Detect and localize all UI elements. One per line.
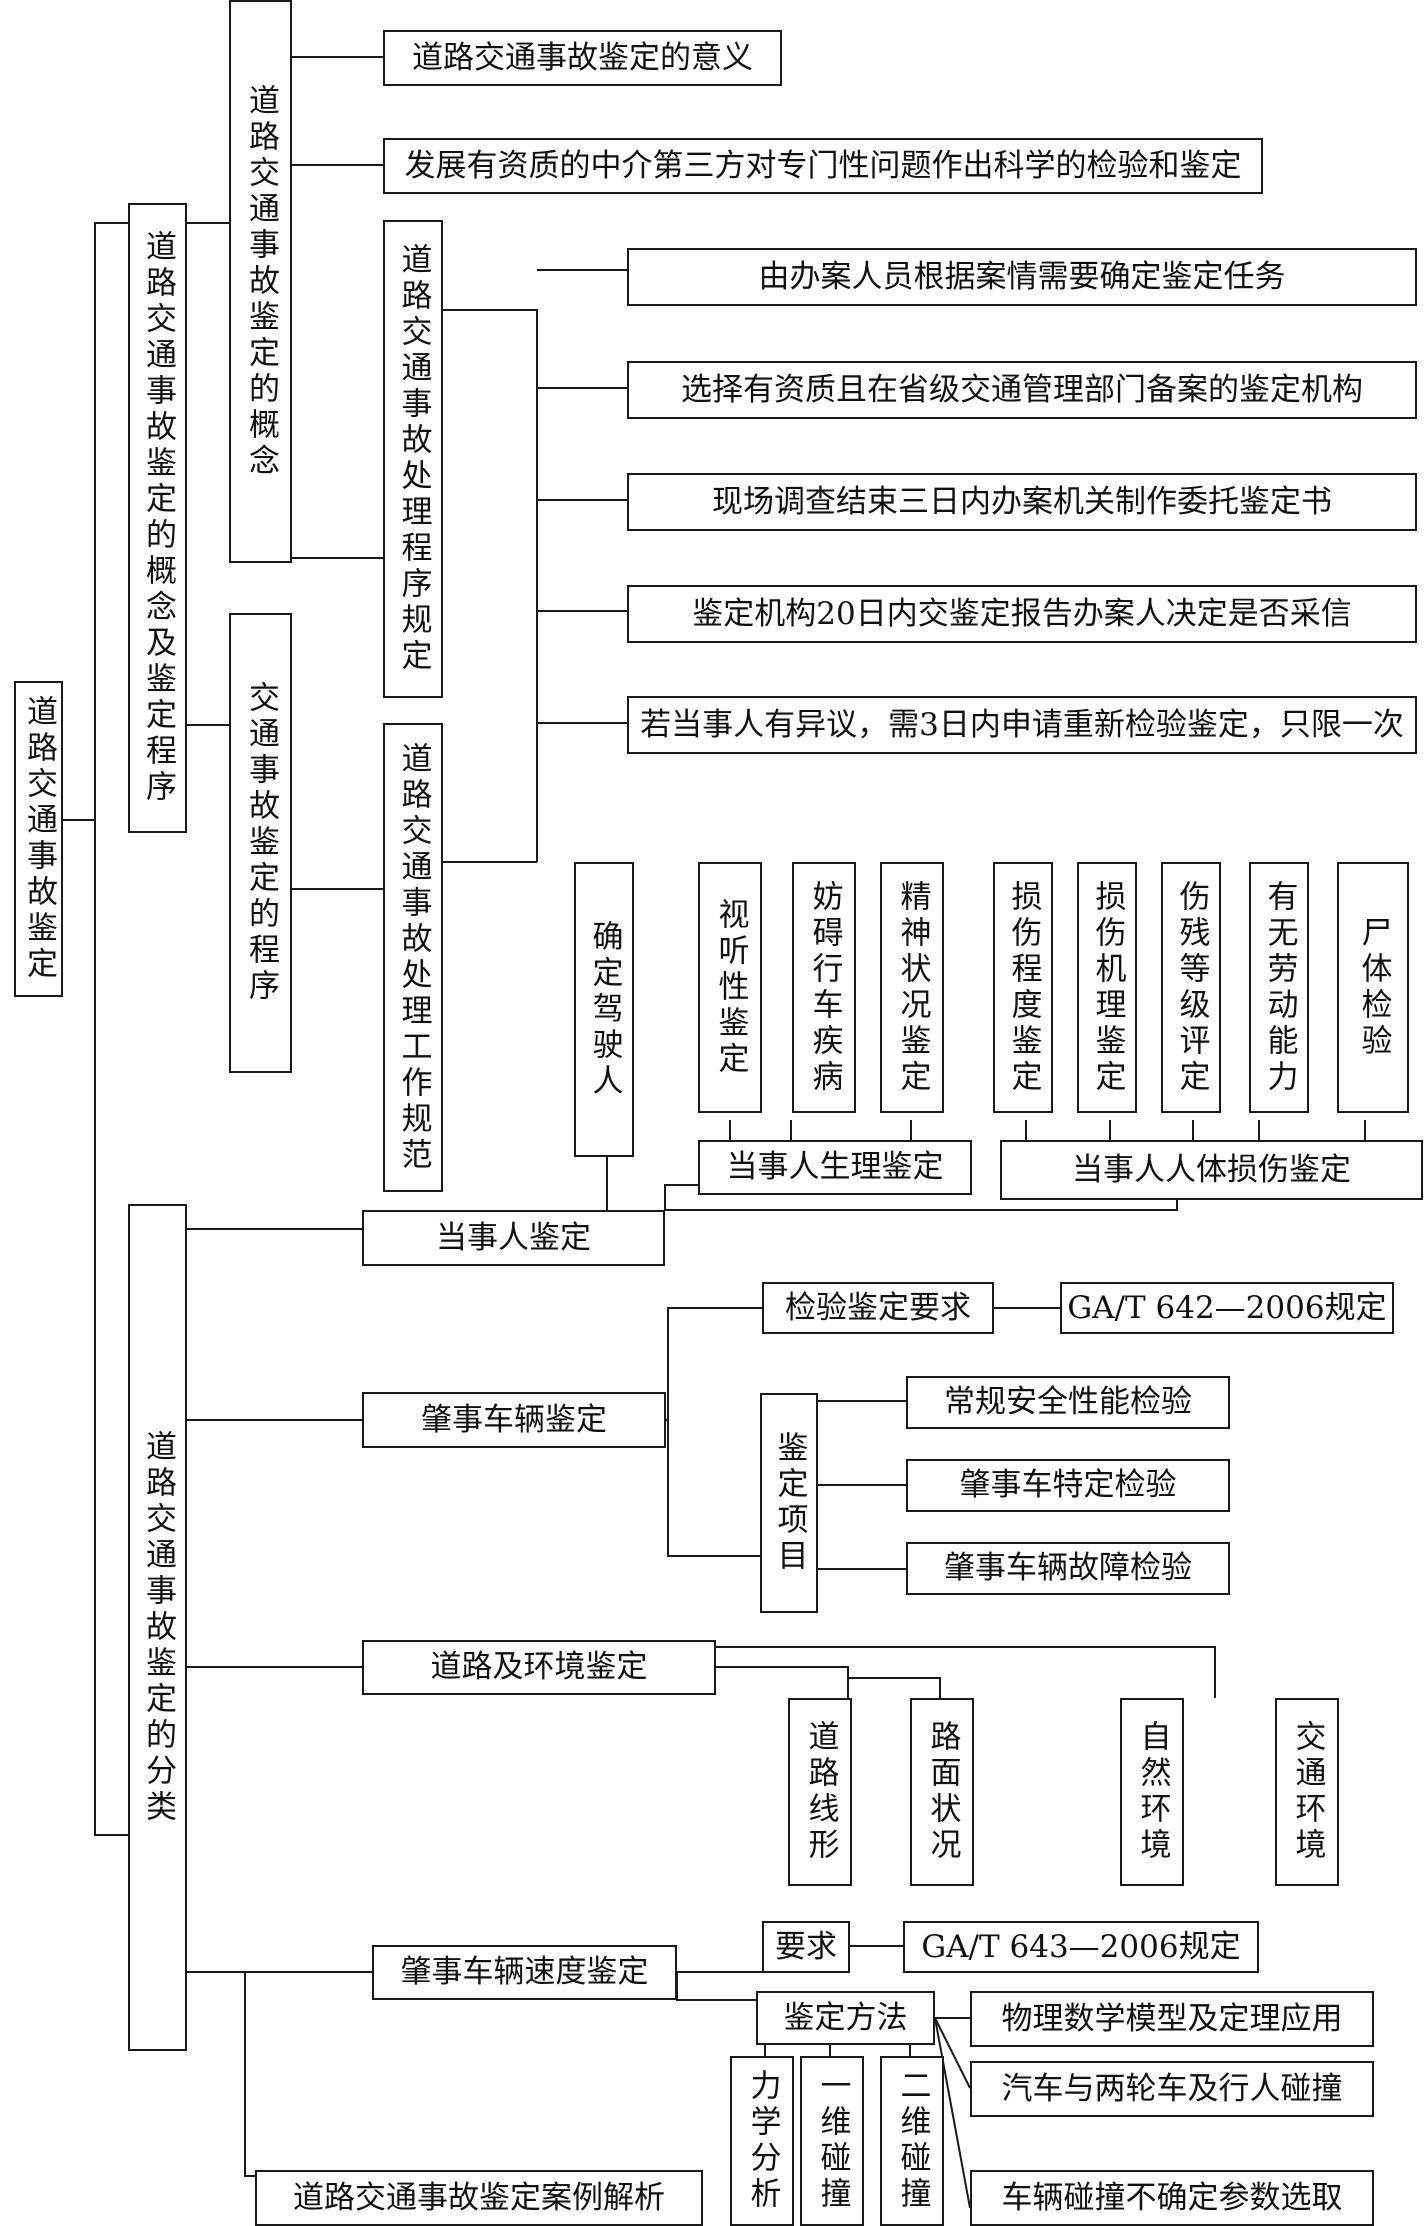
vehicle-node: 肇事车辆鉴定 (362, 1392, 666, 1448)
vehicle-items-node: 鉴定项目 (760, 1393, 818, 1613)
procedure-step: 若当事人有异议，需3日内申请重新检验鉴定，只限一次 (627, 696, 1417, 754)
connector (443, 309, 538, 862)
connector (244, 1972, 255, 2177)
physiological-node: 当事人生理鉴定 (698, 1140, 972, 1195)
branch-concept-program: 道路交通事故鉴定的概念及鉴定程序 (128, 203, 187, 833)
connector (1025, 1120, 1366, 1140)
vehicle-requirement-node: 检验鉴定要求 (762, 1282, 994, 1334)
connector (666, 1307, 762, 1421)
injury-item: 损伤程度鉴定 (993, 862, 1053, 1113)
speed-standard-node: GA/T 643—2006规定 (903, 1921, 1259, 1973)
procedure-step: 选择有资质且在省级交通管理部门备案的鉴定机构 (627, 361, 1417, 419)
speed-method-vertical: 力学分析 (730, 2056, 794, 2226)
speed-method-vertical: 二维碰撞 (880, 2056, 944, 2226)
connector (94, 820, 128, 1836)
concept-item: 道路交通事故鉴定的意义 (383, 30, 782, 86)
injury-item: 有无劳动能力 (1249, 862, 1309, 1113)
case-analysis-node: 道路交通事故鉴定案例解析 (255, 2170, 703, 2226)
branch-classification: 道路交通事故鉴定的分类 (128, 1204, 187, 2051)
procedure-step: 鉴定机构20日内交鉴定报告办案人决定是否采信 (627, 585, 1417, 643)
speed-requirement-node: 要求 (762, 1921, 850, 1973)
physiological-item: 视听性鉴定 (698, 862, 762, 1113)
injury-item: 损伤机理鉴定 (1077, 862, 1137, 1113)
physiological-item: 妨碍行车疾病 (792, 862, 856, 1113)
injury-item: 尸体检验 (1337, 862, 1409, 1113)
connector (716, 1646, 1216, 1698)
speed-method: 物理数学模型及定理应用 (970, 1991, 1374, 2047)
road-item: 道路线形 (788, 1698, 852, 1886)
work-standards-node: 道路交通事故处理工作规范 (383, 723, 443, 1192)
speed-node: 肇事车辆速度鉴定 (372, 1945, 677, 2000)
speed-method: 汽车与两轮车及行人碰撞 (970, 2061, 1374, 2117)
procedure-rules-node: 道路交通事故处理程序规定 (383, 220, 443, 698)
concept-node: 道路交通事故鉴定的概念 (229, 0, 292, 563)
party-node: 当事人鉴定 (362, 1210, 665, 1266)
speed-method-node: 鉴定方法 (756, 1991, 935, 2045)
concept-item: 发展有资质的中介第三方对专门性问题作出科学的检验和鉴定 (383, 138, 1263, 194)
speed-method-vertical: 一维碰撞 (800, 2056, 864, 2226)
vehicle-item: 肇事车辆故障检验 (906, 1542, 1230, 1595)
connector (934, 2017, 971, 2089)
connector (729, 1120, 912, 1140)
injury-node: 当事人人体损伤鉴定 (1000, 1140, 1423, 1200)
road-item: 路面状况 (910, 1698, 974, 1886)
root-node: 道路交通事故鉴定 (14, 681, 63, 997)
connector (716, 1666, 849, 1698)
program-node: 交通事故鉴定的程序 (229, 613, 292, 1073)
road-item: 自然环境 (1120, 1698, 1184, 1886)
confirm-driver-node: 确定驾驶人 (574, 862, 634, 1157)
connector (848, 1677, 941, 1698)
road-node: 道路及环境鉴定 (362, 1640, 716, 1695)
connector (934, 2017, 971, 2209)
physiological-item: 精神状况鉴定 (880, 862, 944, 1113)
vehicle-item: 肇事车特定检验 (906, 1459, 1230, 1512)
connector (62, 222, 128, 821)
injury-item: 伤残等级评定 (1161, 862, 1221, 1113)
connector (676, 1972, 756, 2001)
connector (667, 1420, 760, 1557)
road-item: 交通环境 (1275, 1698, 1339, 1886)
speed-method: 车辆碰撞不确定参数选取 (970, 2170, 1374, 2226)
procedure-step: 由办案人员根据案情需要确定鉴定任务 (627, 248, 1417, 306)
vehicle-standard-node: GA/T 642—2006规定 (1060, 1282, 1394, 1334)
procedure-step: 现场调查结束三日内办案机关制作委托鉴定书 (627, 473, 1417, 531)
vehicle-item: 常规安全性能检验 (906, 1376, 1230, 1429)
